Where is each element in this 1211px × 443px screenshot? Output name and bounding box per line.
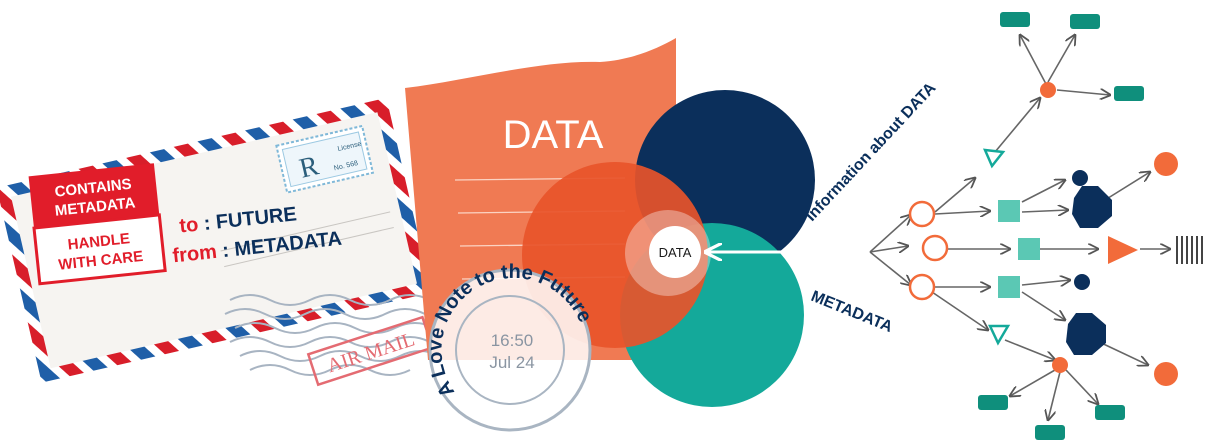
node-pill: [1114, 86, 1144, 101]
node-ring: [908, 200, 936, 228]
barcode-icon: [1176, 236, 1203, 264]
node-pill: [1035, 425, 1065, 440]
venn-center-label: DATA: [659, 245, 692, 260]
node-ring: [908, 273, 936, 301]
to-prefix: to: [178, 214, 199, 238]
node-square: [998, 200, 1020, 222]
node-dot: [1052, 357, 1068, 373]
address-line: [220, 211, 391, 252]
lower-branch-label: METADATA: [809, 288, 896, 336]
from-prefix: from: [171, 241, 218, 268]
node-pill: [1095, 405, 1125, 420]
node-dot-navy: [1074, 274, 1090, 290]
node-dot: [1040, 82, 1056, 98]
node-pill: [978, 395, 1008, 410]
postmark-time: 16:50: [491, 331, 534, 350]
node-square: [1018, 238, 1040, 260]
label-handle: HANDLE: [67, 230, 131, 253]
node-hexagon: [1066, 313, 1106, 355]
node-square: [998, 276, 1020, 298]
venn-center: [649, 226, 701, 278]
tree-nodes: [908, 12, 1203, 440]
node-circle-orange: [1154, 362, 1178, 386]
node-pill: [1000, 12, 1030, 27]
cancellation-lines: [224, 294, 441, 376]
node-hexagon: [1072, 186, 1112, 228]
node-ring: [921, 234, 949, 262]
node-triangle: [988, 324, 1011, 346]
handle-with-care-label: CONTAINS METADATA HANDLE WITH CARE: [28, 163, 167, 286]
postmark-date: Jul 24: [489, 353, 534, 372]
node-pill: [1070, 14, 1100, 29]
stamp-icon: R License No. 568: [275, 124, 375, 194]
node-dot-navy: [1072, 170, 1088, 186]
node-triangle: [982, 148, 1006, 169]
node-circle-orange: [1154, 152, 1178, 176]
document-title: DATA: [503, 113, 604, 157]
tree-edges: [869, 35, 1170, 420]
address-line: [224, 226, 394, 268]
node-triangle-orange: [1108, 236, 1138, 264]
